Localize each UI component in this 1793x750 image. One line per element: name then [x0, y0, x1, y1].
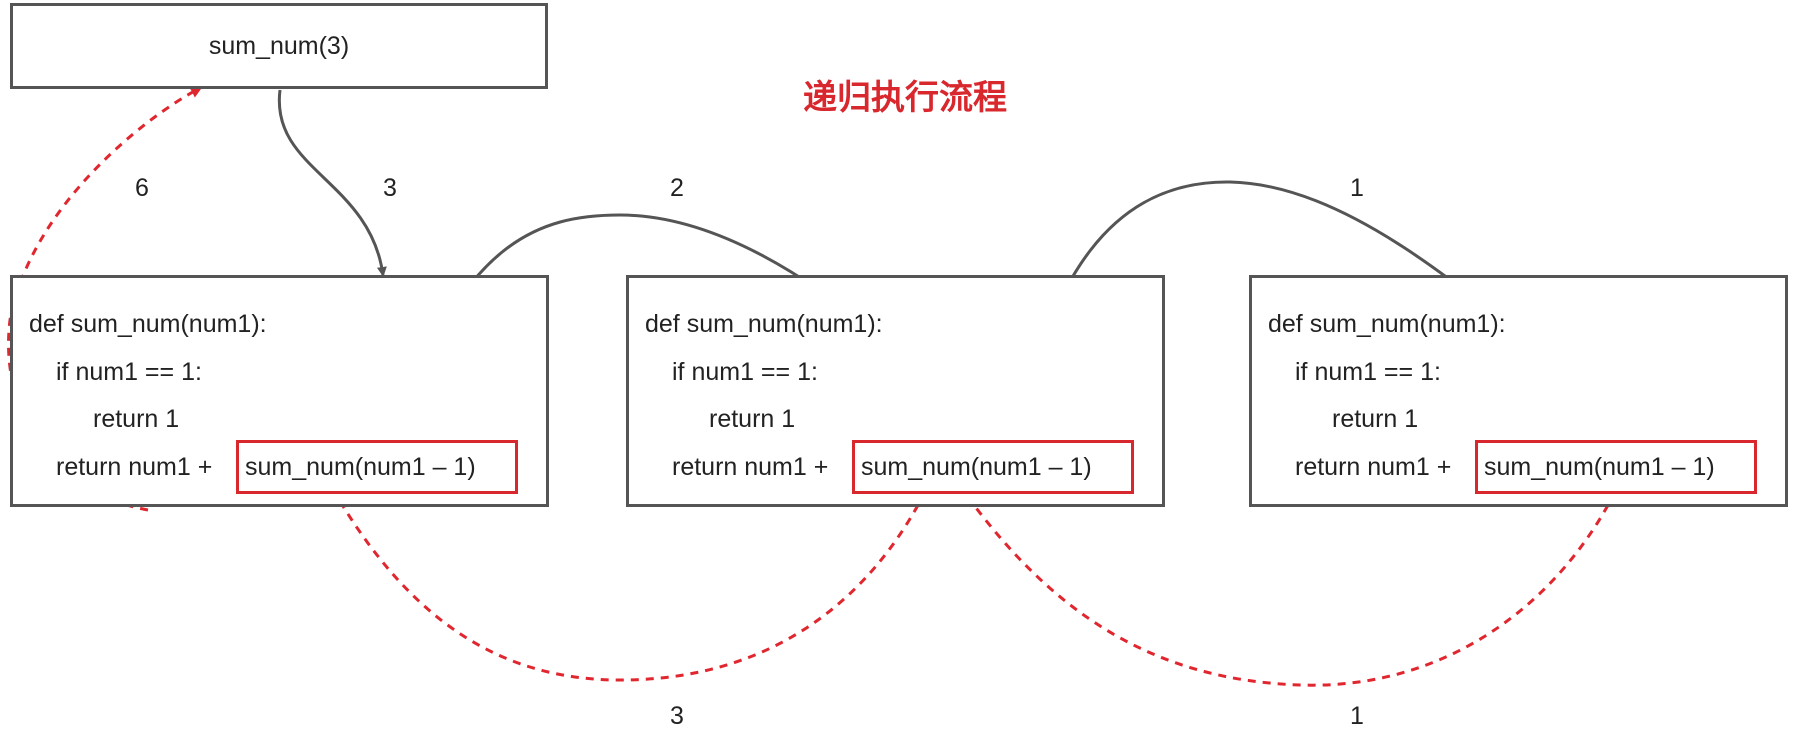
recursive-call-expr: sum_num(num1 – 1)	[1484, 452, 1715, 481]
arg-label-3: 3	[383, 174, 397, 202]
return-value-label-6: 6	[135, 174, 149, 202]
code-line-if: if num1 == 1:	[56, 358, 202, 386]
recursive-call-expr: sum_num(num1 – 1)	[245, 452, 476, 481]
return-arrow-to-frame1	[333, 490, 927, 682]
code-line-return-base: return 1	[1332, 405, 1419, 433]
recursive-call-highlight: sum_num(num1 – 1)	[852, 440, 1134, 494]
code-line-def: def sum_num(num1):	[29, 310, 267, 338]
arg-label-1: 1	[1350, 174, 1364, 202]
code-line-def: def sum_num(num1):	[1268, 310, 1506, 338]
return-value-label-1: 1	[1350, 702, 1364, 730]
call-frame-3: def sum_num(num1): if num1 == 1: return …	[1249, 275, 1788, 507]
code-line-if: if num1 == 1:	[672, 358, 818, 386]
call-frame-2: def sum_num(num1): if num1 == 1: return …	[626, 275, 1165, 507]
code-line-return-recursive: return num1 +	[672, 453, 829, 481]
arg-label-2: 2	[670, 174, 684, 202]
code-line-return-base: return 1	[93, 405, 180, 433]
initial-call-label: sum_num(3)	[208, 31, 350, 60]
initial-call-box: sum_num(3)	[10, 3, 548, 89]
recursive-call-highlight: sum_num(num1 – 1)	[1475, 440, 1757, 494]
code-line-if: if num1 == 1:	[1295, 358, 1441, 386]
return-value-label-3: 3	[670, 702, 684, 730]
code-line-return-recursive: return num1 +	[56, 453, 213, 481]
call-frame-1: def sum_num(num1): if num1 == 1: return …	[10, 275, 549, 507]
code-line-return-base: return 1	[709, 405, 796, 433]
diagram-title: 递归执行流程	[803, 78, 1007, 118]
recursive-call-highlight: sum_num(num1 – 1)	[236, 440, 518, 494]
recursive-call-expr: sum_num(num1 – 1)	[861, 452, 1092, 481]
code-line-return-recursive: return num1 +	[1295, 453, 1452, 481]
call-arrow-to-frame1	[277, 89, 387, 277]
return-arrow-to-frame2	[963, 490, 1617, 687]
code-line-def: def sum_num(num1):	[645, 310, 883, 338]
